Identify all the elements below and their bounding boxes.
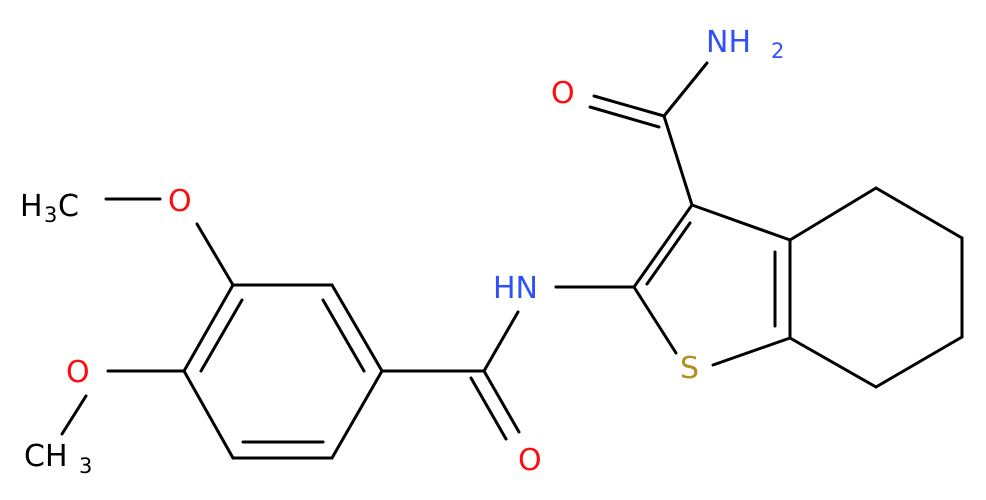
bond-c-o-amide-1 (592, 94, 666, 118)
amide-nh-label: HN (493, 271, 538, 306)
bond-ar3-ar4-inner (199, 298, 244, 373)
lower-methyl-subscript: 3 (79, 454, 92, 478)
atom-labels: NH 2 O O H 3 C HN S O CH 3 O (20, 25, 784, 478)
bond-c-o-amide-2 (588, 105, 661, 129)
upper-methyl-h-label: H (20, 189, 43, 224)
amide-oxygen-label: O (551, 76, 575, 111)
bond-ar1-ar2-inner (321, 298, 366, 373)
bond-carbonyl-o-1 (482, 369, 521, 434)
thiophene-sulfur-label: S (680, 351, 699, 386)
bond-nh-carbonyl (482, 310, 520, 373)
bond-o-lower-ch3 (60, 394, 88, 436)
bonds (60, 61, 964, 460)
bond-ar4-ar5 (182, 369, 235, 460)
bond-c3-carboxamide (662, 114, 694, 207)
bond-c7-c7a (788, 336, 878, 389)
lower-methoxy-oxygen-label: O (66, 355, 90, 390)
lower-methyl-label: CH (24, 439, 68, 474)
bond-c3-c2-inner (645, 221, 692, 286)
nh2-subscript: 2 (771, 39, 784, 63)
bond-ar3-o-upper (195, 222, 235, 287)
upper-methyl-c-label: C (58, 189, 79, 224)
bond-c-nh2 (662, 61, 709, 118)
upper-methyl-subscript: 3 (44, 203, 57, 227)
bond-ar1-ar2 (330, 283, 384, 373)
nh2-label: NH (706, 25, 751, 60)
bond-ar6-ar1 (330, 369, 384, 460)
bond-c3a-c4 (788, 186, 878, 242)
bond-s-c7a (711, 336, 792, 367)
bond-ar3-ar4 (182, 283, 235, 373)
bond-c3-c3a (690, 203, 792, 242)
bond-c2-s (632, 285, 678, 355)
bond-carbonyl-o-2 (469, 376, 508, 441)
bond-c3-c2-outer (632, 203, 694, 289)
benzamide-oxygen-label: O (518, 443, 542, 478)
bond-c6-c7 (874, 335, 964, 389)
upper-methoxy-oxygen-label: O (168, 184, 192, 219)
bond-c4-c5 (874, 186, 964, 240)
